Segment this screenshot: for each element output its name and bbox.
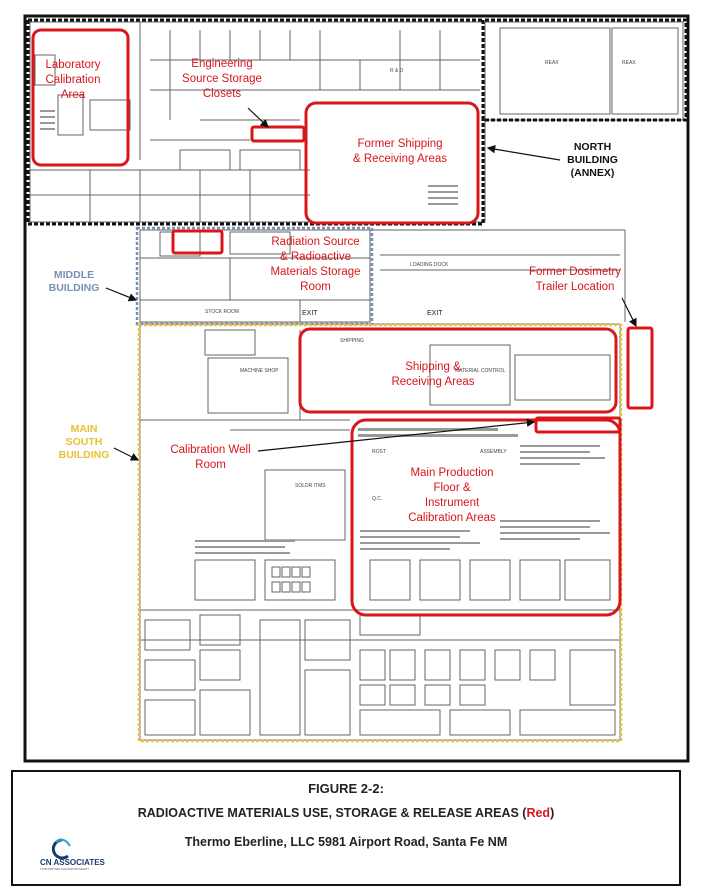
shipping-receiving-label: Shipping & Receiving Areas <box>378 360 488 390</box>
eng-closets-arrow <box>247 107 269 128</box>
lab-calibration-line-2: Calibration <box>45 74 101 86</box>
main-south-building-label: MAIN SOUTH BUILDING <box>52 423 116 462</box>
shipping-label: SHIPPING <box>340 338 364 344</box>
former-dosimetry-line-1: Former Dosimetry <box>528 266 621 278</box>
main-production-line-1: Main Production <box>410 467 494 479</box>
solder-items-label: SOLDR ITMS <box>295 483 326 489</box>
rost-label: ROST <box>372 449 386 455</box>
former-shipping-line-2: & Receiving Areas <box>353 153 447 165</box>
site-frame <box>23 14 690 763</box>
former-dosimetry-label: Former Dosimetry Trailer Location <box>520 265 630 295</box>
main-production-line-3: Instrument <box>424 497 480 509</box>
logo-swoosh-icon <box>55 838 71 847</box>
north-building-line-1: NORTH <box>573 141 612 153</box>
main-production-label: Main Production Floor & Instrument Calib… <box>392 466 512 526</box>
north-building-label: NORTH BUILDING (ANNEX) <box>560 141 625 180</box>
machine-shop-label: MACHINE SHOP <box>240 368 279 374</box>
former-shipping-area-highlight <box>304 101 480 225</box>
eng-storage-line-3: Closets <box>202 88 242 100</box>
shipping-receiving-area-highlight <box>298 327 618 414</box>
eng-storage-label: Engineering Source Storage Closets <box>172 57 272 102</box>
calibration-well-strip-highlight <box>534 416 622 434</box>
middle-building-line-2: BUILDING <box>48 282 100 294</box>
main-production-line-4: Calibration Areas <box>408 512 496 524</box>
calibration-well-line-1: Calibration Well <box>170 444 251 456</box>
north-building-arrow <box>486 145 561 161</box>
main-south-line-1: MAIN <box>70 423 98 435</box>
material-control-label: MATERIAL CONTROL <box>455 368 506 374</box>
figure-subtitle: Thermo Eberline, LLC 5981 Airport Road, … <box>184 835 508 849</box>
north-building-outline <box>26 18 688 226</box>
figure-title-end: ) <box>550 806 555 820</box>
figure-number: FIGURE 2-2: <box>308 781 384 796</box>
main-production-line-2: Floor & <box>433 482 471 494</box>
radiation-source-line-1: Radiation Source <box>271 236 360 248</box>
main-south-line-3: BUILDING <box>58 449 110 461</box>
reax-label-1: REAX <box>545 60 559 66</box>
eng-storage-line-2: Source Storage <box>182 73 262 85</box>
figure-title-main: RADIOACTIVE MATERIALS USE, STORAGE & REL… <box>137 806 527 820</box>
dosimetry-arrow <box>621 297 637 328</box>
plan-notes <box>40 110 610 554</box>
eng-storage-closets-highlight <box>250 125 306 143</box>
main-south-building-arrow <box>113 447 140 461</box>
eng-storage-line-1: Engineering <box>191 58 253 70</box>
figure-title-red: Red <box>526 806 551 820</box>
loading-dock-label: LOADING DOCK <box>410 262 449 268</box>
office-cubicles <box>359 649 556 706</box>
exit-label-2: EXIT <box>427 310 443 317</box>
shipping-receiving-line-2: Receiving Areas <box>391 376 475 388</box>
north-building-line-2: BUILDING <box>567 154 618 166</box>
middle-building-arrow <box>105 287 138 302</box>
dosimetry-trailer-highlight <box>626 326 654 410</box>
assembly-label: ASSEMBLY <box>480 449 507 455</box>
shipping-receiving-line-1: Shipping & <box>405 361 461 373</box>
qc-label: Q.C. <box>372 496 382 502</box>
main-south-line-2: SOUTH <box>65 436 103 448</box>
stock-room-label: STOCK ROOM <box>205 309 239 315</box>
calibration-well-arrow <box>257 418 536 452</box>
figure-caption-box: FIGURE 2-2: RADIOACTIVE MATERIALS USE, S… <box>11 770 681 886</box>
exit-label-1: EXIT <box>302 310 318 317</box>
lab-calibration-label: Laboratory Calibration Area <box>34 58 112 103</box>
logo-tagline: YOUR PARTNER IN RADIATION SAFETY <box>40 867 89 871</box>
figure-title: RADIOACTIVE MATERIALS USE, STORAGE & REL… <box>13 806 679 820</box>
radiation-source-label: Radiation Source & Radioactive Materials… <box>258 235 373 295</box>
north-building-line-3: (ANNEX) <box>570 167 615 179</box>
middle-building-plan <box>139 229 626 323</box>
north-building-plan <box>29 21 684 223</box>
cn-associates-logo: CN ASSOCIATES YOUR PARTNER IN RADIATION … <box>40 838 106 871</box>
lab-calibration-line-1: Laboratory <box>45 59 101 71</box>
calibration-well-label: Calibration Well Room <box>158 443 263 473</box>
main-production-area-highlight <box>350 418 622 617</box>
radiation-source-line-3: Materials Storage <box>270 266 361 278</box>
reax-label-2: REAX <box>622 60 636 66</box>
rnd-label: R & D <box>390 68 404 74</box>
former-shipping-label: Former Shipping & Receiving Areas <box>340 137 460 167</box>
logo-ring-icon <box>51 838 69 860</box>
radiation-source-line-2: & Radioactive <box>280 251 351 263</box>
calibration-well-bays <box>271 566 311 593</box>
lab-calibration-line-3: Area <box>60 89 86 101</box>
middle-building-outline <box>135 226 374 326</box>
lab-calibration-area-highlight <box>31 28 130 167</box>
radiation-source-line-4: Room <box>300 281 331 293</box>
former-shipping-line-1: Former Shipping <box>357 138 443 150</box>
middle-building-label: MIDDLE BUILDING <box>44 269 104 295</box>
logo-text: CN ASSOCIATES <box>40 858 106 867</box>
middle-building-line-1: MIDDLE <box>53 269 95 281</box>
radiation-source-room-highlight <box>171 229 224 255</box>
calibration-well-line-2: Room <box>195 459 226 471</box>
former-dosimetry-line-2: Trailer Location <box>535 281 615 293</box>
